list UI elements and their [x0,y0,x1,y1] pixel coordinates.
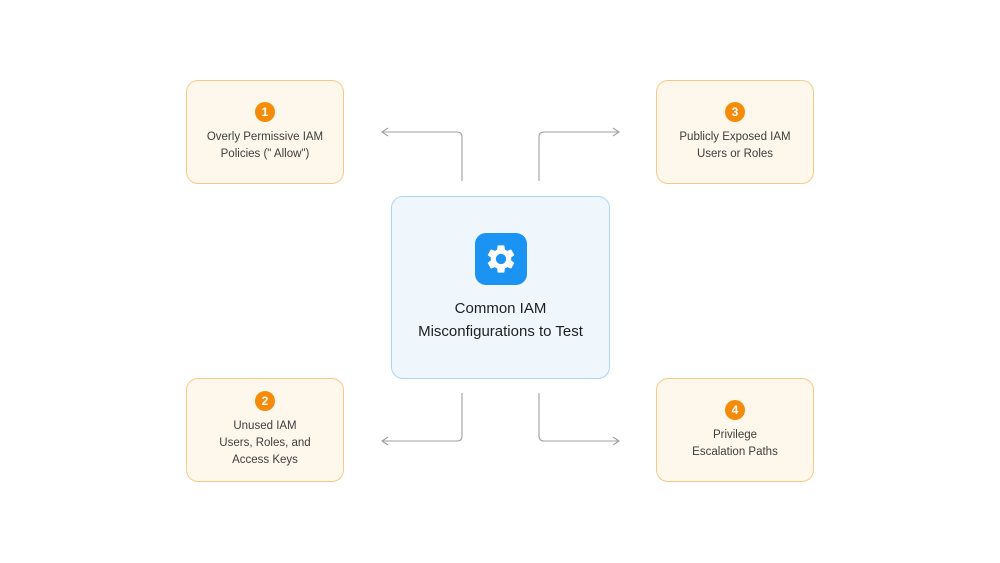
gear-icon [474,232,527,285]
card-label: Overly Permissive IAM Policies (" Allow"… [206,130,324,160]
connector-to-card-1 [383,131,463,181]
card-label: Publicly Exposed IAM Users or Roles [679,130,791,160]
number-badge: 2 [255,391,275,411]
misconfig-card-2: 2 Unused IAM Users, Roles, and Access Ke… [186,378,344,482]
connector-to-card-4 [538,393,618,442]
card-label: Unused IAM Users, Roles, and Access Keys [219,420,311,466]
connector-to-card-3 [538,131,618,181]
arrowhead-card-4 [612,436,620,446]
misconfig-card-1: 1 Overly Permissive IAM Policies (" Allo… [186,80,344,184]
arrowhead-card-1 [381,127,389,137]
number-badge: 3 [725,101,745,122]
arrowhead-card-2 [381,436,389,446]
number-badge: 1 [255,101,275,122]
arrowhead-card-3 [612,127,620,137]
connector-to-card-2 [383,393,463,442]
card-label: Privilege Escalation Paths [692,428,778,458]
misconfig-card-4: 4 Privilege Escalation Paths [656,378,814,482]
center-title: Common IAM Misconfigurations to Test [418,299,583,340]
number-badge: 4 [725,399,745,420]
misconfig-card-3: 3 Publicly Exposed IAM Users or Roles [656,80,814,184]
center-node: Common IAM Misconfigurations to Test [391,196,610,379]
